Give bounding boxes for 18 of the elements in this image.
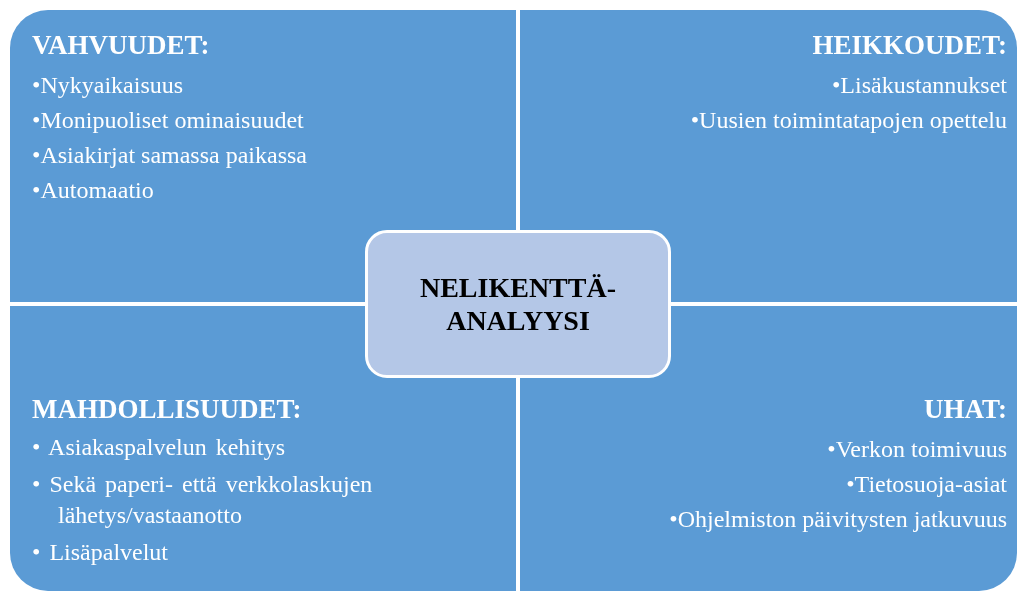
bullet-item: •Uusien toimintatapojen opettelu [689,106,1007,135]
bullet-item: • Sekä paperi- että verkkolaskujen lähetys/vastaanotto [32,470,374,530]
bullet-item: •Nykyaikaisuus [32,71,185,100]
bullet-item: •Automaatio [32,176,155,205]
center-title: NELIKENTTÄ- ANALYYSI [418,271,617,337]
center-box [365,230,671,378]
bullet-item: •Verkon toimivuus [826,435,1007,464]
quadrant-heading: VAHVUUDET: [32,29,211,62]
quadrant-heading: MAHDOLLISUUDET: [32,393,303,426]
bullet-item: •Ohjelmiston päivitysten jatkuvuus [668,505,1007,534]
bullet-item: • Lisäpalvelut [32,538,170,567]
bullet-item: •Asiakirjat samassa paikassa [32,141,308,170]
bullet-item: • Asiakaspalvelun kehitys [32,433,287,462]
bullet-item: •Monipuoliset ominaisuudet [32,106,305,135]
quadrant-heading: HEIKKOUDET: [811,29,1007,62]
bullet-item: •Lisäkustannukset [830,71,1007,100]
quadrant-heading: UHAT: [923,393,1007,426]
bullet-item: •Tietosuoja-asiat [845,470,1007,499]
